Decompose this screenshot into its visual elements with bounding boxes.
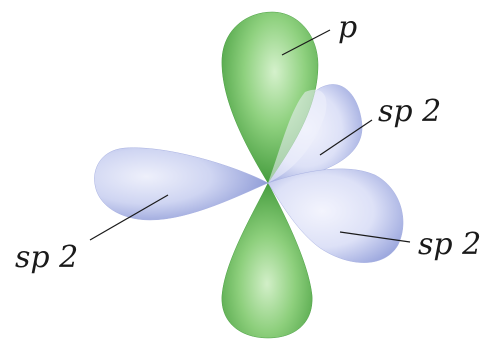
sp2-upper-right-label: sp 2 <box>378 97 441 127</box>
sp2-orbital-left-lobe <box>94 148 268 220</box>
p-orbital-label: p <box>338 13 357 43</box>
sp2-lower-right-label: sp 2 <box>418 230 481 260</box>
sp2-left-label: sp 2 <box>15 243 78 273</box>
